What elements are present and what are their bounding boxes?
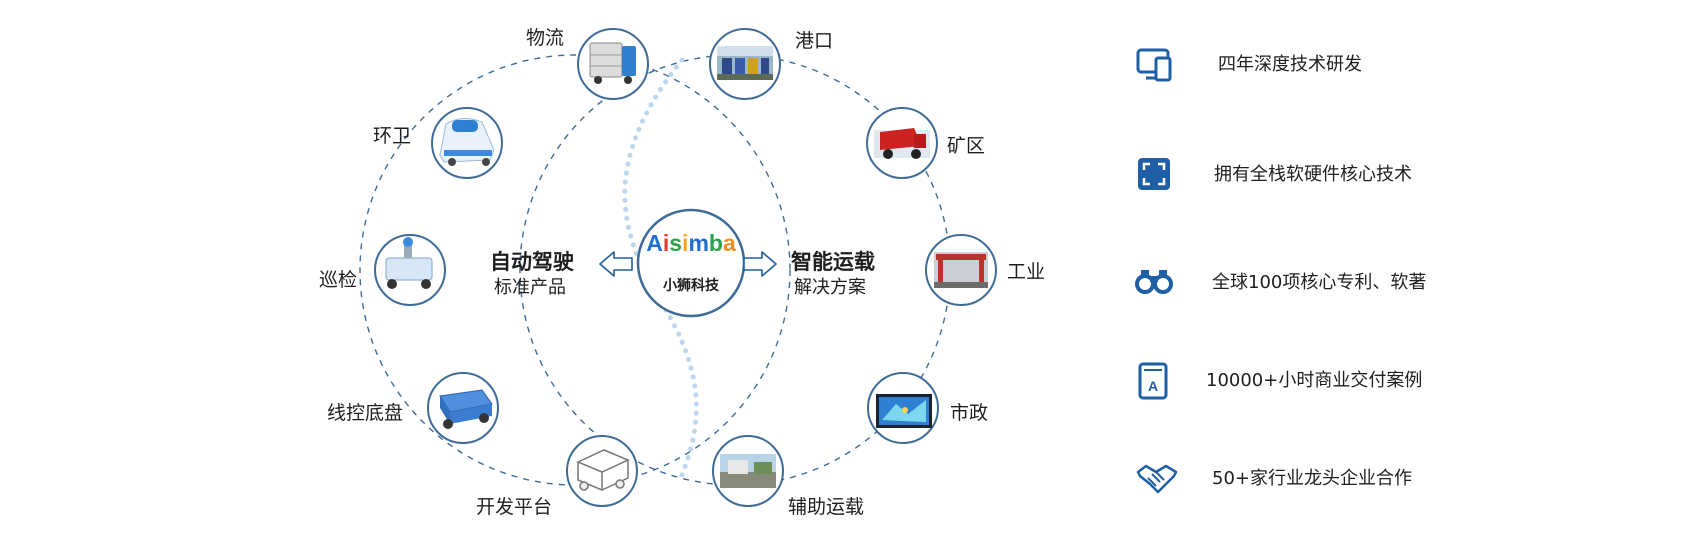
right-heading-subtitle: 解决方案 — [794, 277, 866, 298]
book-icon: A — [1138, 362, 1168, 400]
industrial-crane-icon — [934, 252, 988, 288]
logo-letter: m — [688, 230, 709, 256]
left-heading-subtitle: 标准产品 — [494, 277, 566, 298]
center-subtitle: 小狮科技 — [663, 278, 719, 294]
right-heading-title: 智能运载 — [791, 250, 875, 274]
label-logistics: 物流 — [526, 27, 565, 49]
sanitation-sweeper-icon — [439, 118, 495, 166]
right-arrow-icon — [743, 251, 777, 277]
logo-letter: b — [708, 230, 723, 256]
label-port: 港口 — [795, 30, 834, 52]
dotted-divider — [622, 57, 699, 483]
node-logistics — [577, 28, 649, 100]
feature-text: 四年深度技术研发 — [1218, 54, 1362, 75]
logo-letter: s — [669, 230, 683, 256]
label-municipal: 市政 — [950, 402, 989, 424]
center-circle — [636, 208, 746, 318]
label-sanitation: 环卫 — [373, 125, 412, 147]
handshake-icon — [1136, 464, 1178, 494]
aisimba-logo: Aisimba — [640, 232, 742, 255]
feature-text: 50+家行业龙头企业合作 — [1212, 468, 1412, 489]
node-devplatform — [566, 435, 638, 507]
auxiliary-transport-photo-icon — [720, 454, 776, 488]
label-inspection: 巡检 — [319, 269, 358, 291]
feature-item: 50+家行业龙头企业合作 — [1136, 460, 1596, 500]
binoculars-icon — [1135, 270, 1173, 294]
label-auxiliary: 辅助运载 — [788, 496, 865, 518]
label-mining: 矿区 — [947, 135, 986, 157]
municipal-screen-icon — [876, 394, 932, 428]
feature-text: 全球100项核心专利、软著 — [1212, 272, 1427, 293]
feature-item: 四年深度技术研发 — [1136, 46, 1596, 86]
logo-letter: a — [722, 230, 736, 256]
logo-letter: i — [682, 230, 689, 256]
node-mining — [866, 107, 938, 179]
label-devplatform: 开发平台 — [476, 496, 553, 518]
devices-icon — [1136, 48, 1172, 82]
logistics-vehicle-icon — [589, 42, 636, 84]
feature-item: 全球100项核心专利、软著 — [1136, 264, 1596, 304]
expand-icon — [1138, 158, 1170, 190]
node-chassis — [427, 372, 499, 444]
feature-item: 拥有全栈软硬件核心技术 — [1136, 156, 1596, 196]
label-chassis: 线控底盘 — [327, 402, 404, 424]
node-industrial — [925, 234, 997, 306]
node-sanitation — [431, 107, 503, 179]
feature-item: 10000+小时商业交付案例 — [1136, 362, 1596, 402]
label-industrial: 工业 — [1007, 261, 1046, 283]
development-platform-icon — [576, 449, 630, 492]
svg-text:A: A — [1148, 378, 1158, 394]
feature-text: 10000+小时商业交付案例 — [1206, 370, 1423, 391]
logo-letter: A — [646, 230, 663, 256]
inspection-robot-icon — [385, 237, 433, 289]
left-arrow-icon — [599, 251, 633, 277]
node-auxiliary — [712, 435, 784, 507]
node-port — [709, 28, 781, 100]
feature-text: 拥有全栈软硬件核心技术 — [1214, 164, 1412, 185]
left-heading-title: 自动驾驶 — [490, 250, 574, 274]
wire-control-chassis-icon — [439, 389, 493, 429]
logo-letter: i — [662, 230, 670, 256]
node-municipal — [867, 372, 939, 444]
node-inspection — [374, 234, 446, 306]
port-photo-icon — [717, 46, 773, 80]
mining-truck-icon — [874, 128, 930, 159]
